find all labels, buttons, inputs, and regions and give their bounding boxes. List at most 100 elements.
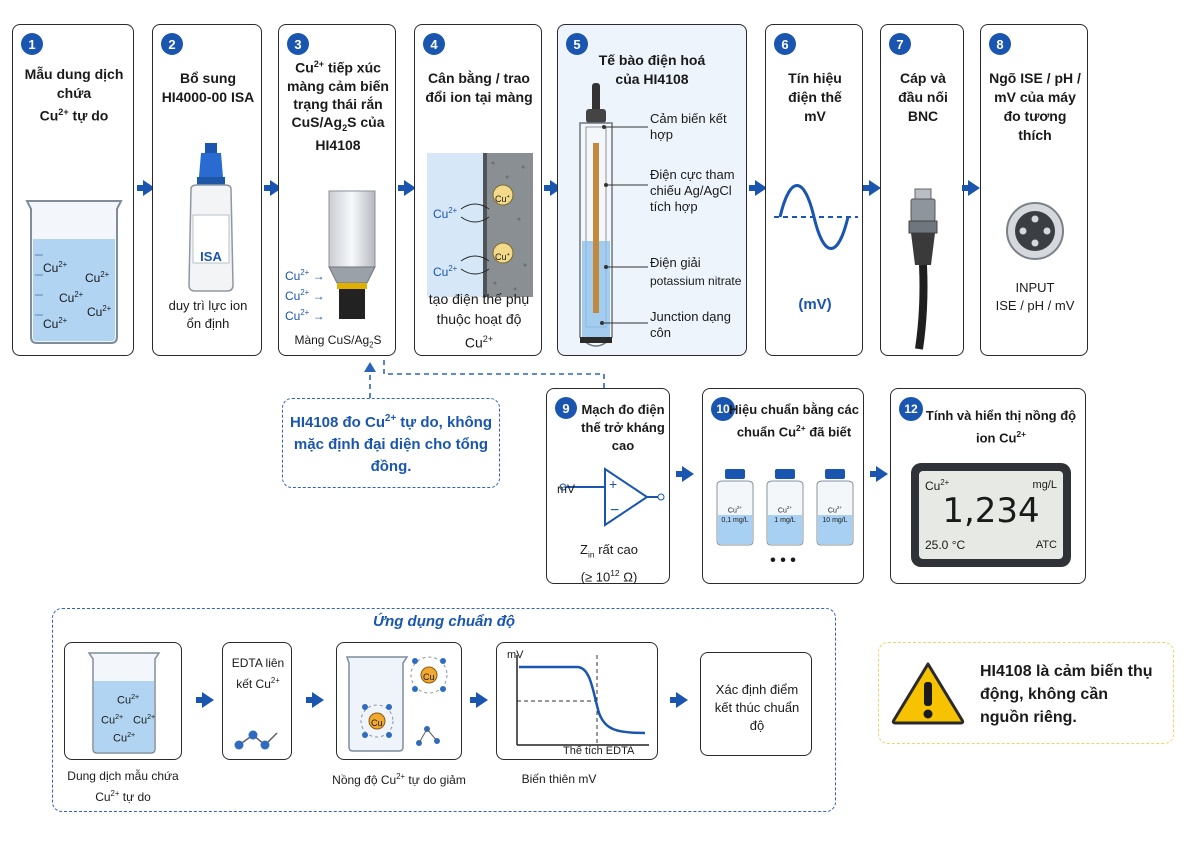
more-dots: • • • (770, 552, 796, 569)
step-3-card: 3 Cu2+ tiếp xúc màng cảm biến trạng thái… (278, 24, 396, 356)
step-number: 6 (774, 33, 796, 55)
ion-label: Cu2+ (59, 290, 84, 305)
opamp-icon: + − (559, 467, 665, 527)
vial-icon (816, 469, 854, 546)
flow-arrow (306, 692, 324, 708)
meter-atc: ATC (1035, 539, 1057, 551)
ion-label: Cu2+ (43, 316, 68, 331)
note-text: HI4108 đo Cu2+ tự do, không mặc định đại… (289, 413, 492, 475)
membrane-label: Màng CuS/Ag2S (294, 333, 382, 350)
titration-sample-card: Cu2+ Cu2+ Cu2+ Cu2+ (64, 642, 182, 760)
molecule-icon (234, 730, 278, 750)
unit-label: (mV) (798, 296, 832, 313)
warning-icon (891, 662, 965, 725)
flow-arrow (863, 180, 881, 196)
step-9-card: 9 Mạch đo điện thế trở kháng cao + − mV … (546, 388, 670, 584)
step-number: 1 (21, 33, 43, 55)
step-title: Tính và hiển thị nồng độ ion Cu2+ (925, 408, 1077, 446)
warning-box (878, 642, 1174, 744)
ion-label: Cu2+ (85, 270, 110, 285)
callout-sensor: Cảm biến kết hợp (650, 111, 727, 142)
beaker-icon (87, 652, 161, 754)
meter-screen: Cu2+ mg/L 1,234 25.0 °C ATC (919, 471, 1063, 559)
titration-sample-label: Dung dịch mẫu chứa Cu2+ tự do (67, 769, 179, 804)
svg-text:−: − (610, 502, 619, 519)
vial-label: Cu2+1 mg/L (774, 505, 796, 525)
ion-label: Cu2+ → (285, 308, 325, 323)
step-number: 4 (423, 33, 445, 55)
step-5-card: 5 Tế bào điện hoá của HI4108 Cảm biến kế… (557, 24, 747, 356)
step-number: 12 (899, 397, 923, 421)
meter-value: 1,234 (942, 491, 1040, 531)
svg-text:+: + (609, 476, 617, 492)
meter-temp: 25.0 °C (925, 538, 966, 552)
meter-unit: mg/L (1032, 479, 1057, 491)
flow-arrow (676, 466, 694, 482)
step-title: Cu2+ tiếp xúc màng cảm biến trạng thái r… (287, 59, 389, 154)
ion-label: Cu2+ → (285, 288, 325, 303)
step-title: Hiệu chuẩn bằng các chuẩn Cu2+ đã biết (728, 402, 860, 440)
ion-label: Cu2+ → (285, 268, 325, 283)
input-socket-icon (1006, 202, 1064, 260)
step-8-card: 8 Ngõ ISE / pH / mV của máy đo tương thí… (980, 24, 1088, 356)
note-box (282, 398, 500, 488)
callout-electrolyte-name: potassium nitrate (650, 274, 742, 288)
edta-label: EDTA liên kết Cu2+ (231, 656, 285, 691)
step-4-card: 4 Cân bằng / trao đổi ion tại màng Cu2+ … (414, 24, 542, 356)
meter-ion: Cu2+ (925, 478, 950, 493)
step-title: Tế bào điện hoá của HI4108 (598, 52, 706, 87)
flow-arrow (749, 180, 767, 196)
flow-arrow (670, 692, 688, 708)
ion-label: Cu2+ (433, 206, 458, 221)
ion-label: Cu2+ (117, 693, 140, 707)
step-number: 5 (566, 33, 588, 55)
titration-edta-card: EDTA liên kết Cu2+ (222, 642, 292, 760)
flow-arrow (470, 692, 488, 708)
step-subtitle: tạo điện thế phụ thuộc hoạt độ Cu2+ (428, 291, 530, 351)
titration-plot-card: mV Thể tích EDTA (496, 642, 658, 760)
ion-label: Cu2+ (113, 731, 136, 745)
ion-label: Cu2+ (43, 260, 68, 275)
electrochemical-cell-icon (579, 83, 613, 347)
vial-icon (716, 469, 754, 546)
plot-caption: Biến thiên mV (521, 772, 597, 786)
electrode-tip-icon (328, 190, 376, 319)
titration-complex-card: Cu Cu (336, 642, 462, 760)
step-12-card: 12 Tính và hiển thị nồng độ ion Cu2+ Cu2… (890, 388, 1086, 584)
isa-bottle-icon (188, 143, 234, 292)
step-number: 8 (989, 33, 1011, 55)
callout-junction: Junction dạng côn (650, 309, 731, 340)
step-title: Cáp và đầu nối BNC (898, 70, 948, 124)
membrane-exchange-icon (427, 153, 533, 297)
step-title: Ngõ ISE / pH / mV của máy đo tương thích (989, 70, 1081, 143)
step-2-card: 2 Bổ sung HI4000-00 ISA ISA duy trì lực … (152, 24, 262, 356)
step-number: 2 (161, 33, 183, 55)
cu-center-label: Cu (423, 672, 435, 682)
impedance-label: Zin rất cao (≥ 1012 Ω) (580, 542, 638, 584)
ion-label: Cu2+ (101, 713, 124, 727)
step-title: Mạch đo điện thế trở kháng cao (581, 402, 665, 453)
step-title: Bổ sung HI4000-00 ISA (161, 70, 255, 105)
cu-center-label: Cu (371, 718, 383, 728)
flow-arrow (196, 692, 214, 708)
plot-x-label: Thể tích EDTA (563, 745, 635, 757)
step-title: Cân bằng / trao đổi ion tại màng (425, 70, 533, 105)
cu-plus-label: Cu+ (495, 194, 510, 204)
ion-label: Cu2+ (433, 264, 458, 279)
vial-label: Cu2+10 mg/L (822, 505, 848, 525)
callout-reference-electrode: Điện cực tham chiếu Ag/AgCl tích hợp (650, 167, 735, 214)
titration-curve-plot (516, 655, 649, 746)
step-number: 3 (287, 33, 309, 55)
endpoint-label: Xác định điểm kết thúc chuẩn độ (714, 682, 800, 733)
step-number: 9 (555, 397, 577, 419)
titration-decrease-label: Nồng độ Cu2+ tự do giảm (332, 772, 466, 787)
flow-arrow (870, 466, 888, 482)
vial-label: Cu2+0,1 mg/L (721, 505, 749, 525)
beaker-icon (25, 200, 123, 344)
titration-title: Ứng dụng chuẩn độ (372, 613, 516, 630)
step-number: 7 (889, 33, 911, 55)
